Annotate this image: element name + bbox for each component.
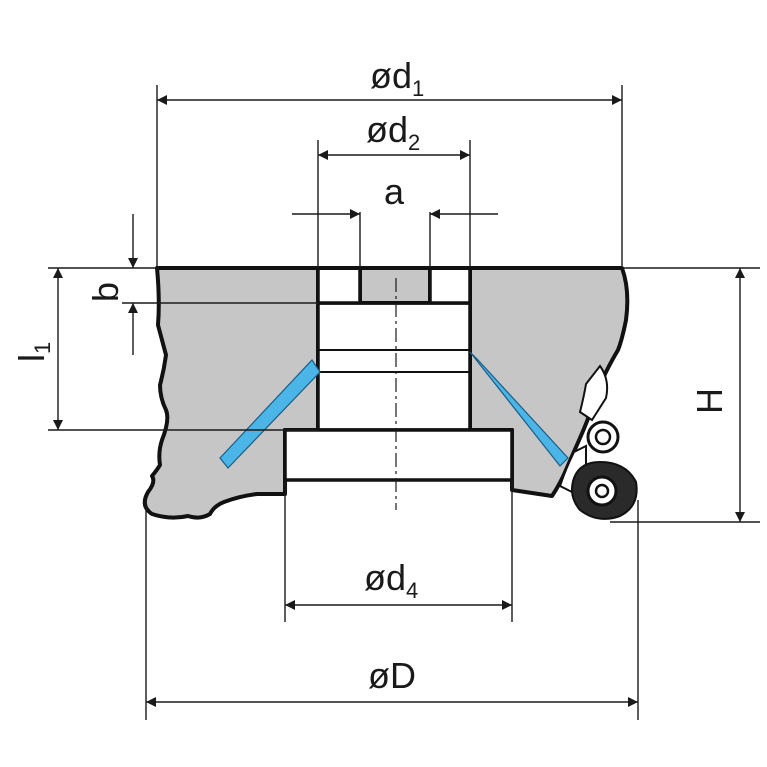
label-b: b [85, 282, 126, 302]
label-H: H [689, 388, 730, 414]
coolant-channel-left [219, 359, 321, 469]
torx-screw-icon [586, 420, 620, 454]
cutter-body [142, 266, 630, 520]
label-l1: l1 [11, 342, 55, 362]
label-d2: ød2 [366, 109, 420, 155]
coolant-channel-right [469, 351, 569, 467]
label-D: øD [368, 655, 416, 696]
label-a: a [384, 171, 405, 212]
extension-lines [48, 85, 760, 720]
cutting-insert-icon [571, 460, 638, 520]
label-d1: ød1 [370, 55, 424, 101]
label-d4: ød4 [364, 557, 418, 603]
coolant-channels [219, 351, 569, 469]
center-bore [316, 301, 472, 432]
counterbore [283, 428, 514, 482]
